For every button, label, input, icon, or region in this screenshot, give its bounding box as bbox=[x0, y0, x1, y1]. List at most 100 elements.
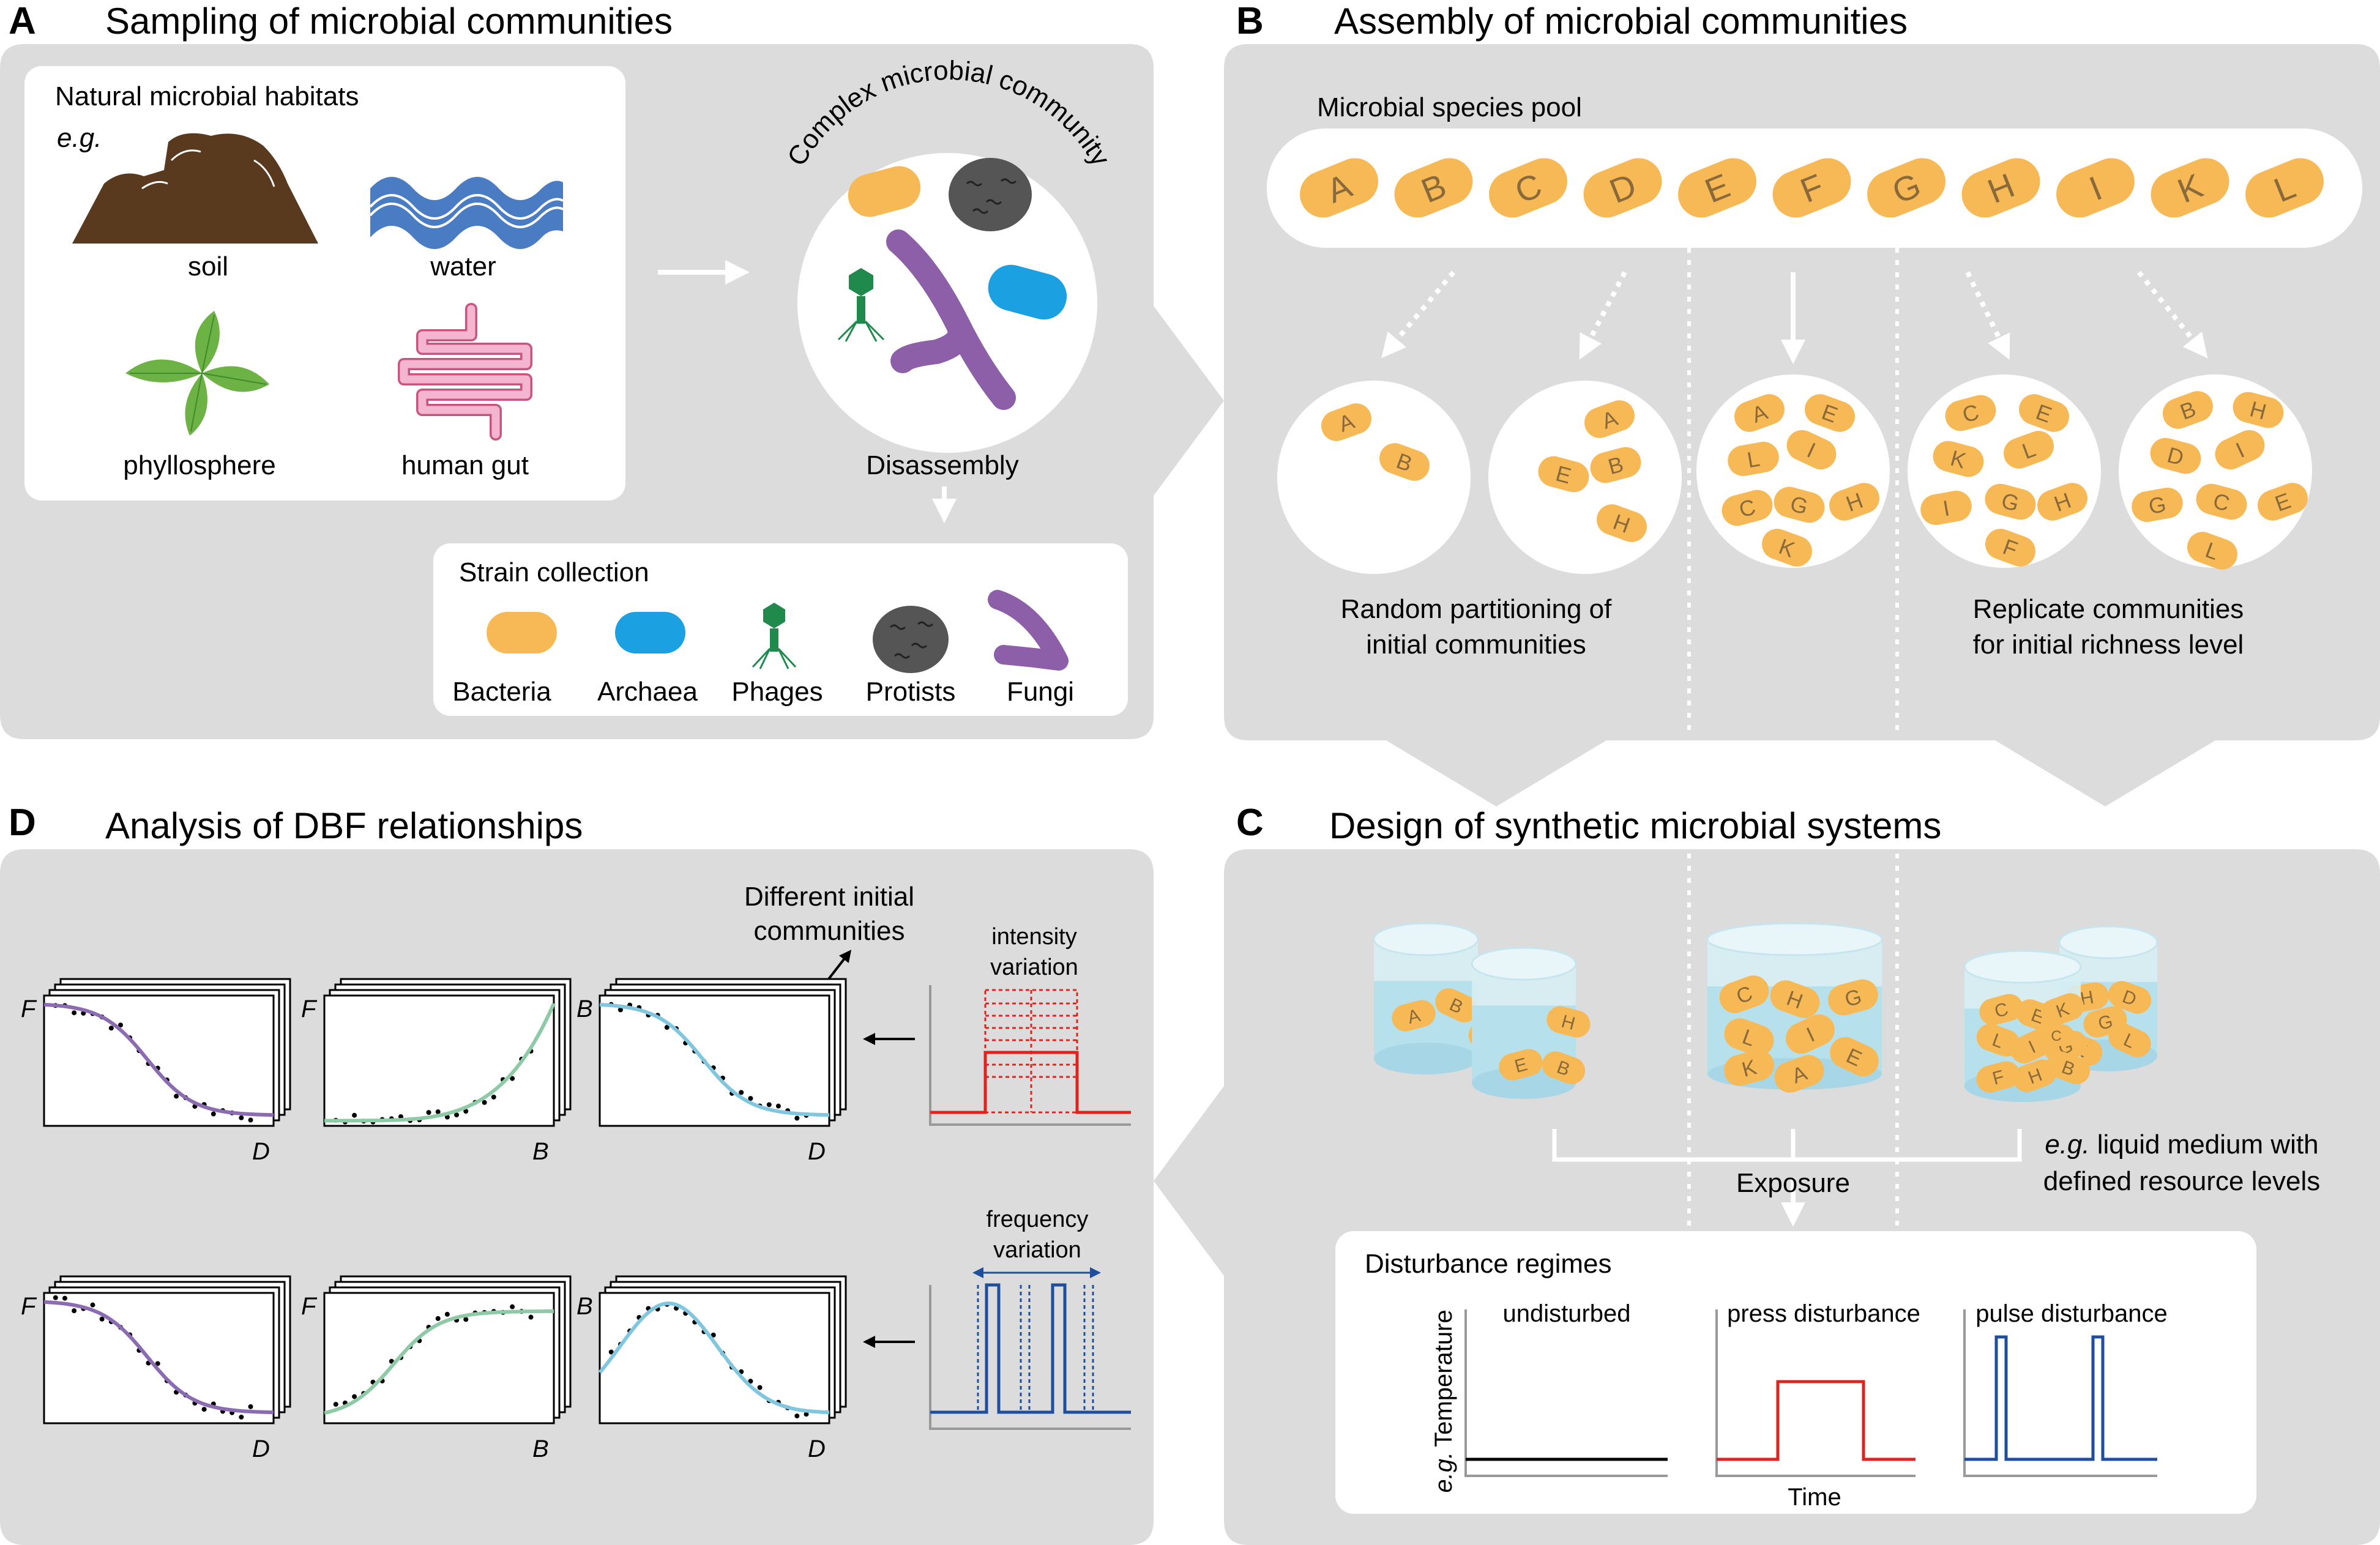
data-point bbox=[454, 1112, 460, 1118]
plot-y-label: B bbox=[576, 1293, 593, 1320]
species-pill-B: B bbox=[2163, 391, 2213, 429]
frequency-variation-plot bbox=[929, 1283, 1131, 1430]
data-point bbox=[748, 1096, 753, 1101]
species-pill-body bbox=[1435, 988, 1478, 1022]
data-point bbox=[426, 1110, 431, 1115]
species-pill-C: C bbox=[1722, 490, 1773, 526]
panel-b-letter: B bbox=[1236, 0, 1264, 42]
data-point bbox=[617, 1007, 623, 1013]
species-pill-body bbox=[2163, 391, 2213, 429]
beaker-rim bbox=[1373, 922, 1479, 956]
species-pill-D: D bbox=[2108, 981, 2152, 1014]
species-pill-E: E bbox=[1805, 394, 1855, 432]
species-pill-body bbox=[1774, 1055, 1824, 1093]
species-pill-B: B bbox=[1435, 988, 1478, 1022]
disassembly-label: Disassembly bbox=[866, 450, 1018, 480]
exposure-label: Exposure bbox=[1736, 1168, 1850, 1198]
species-pill-body bbox=[1867, 158, 1945, 218]
species-pill-I: I bbox=[2056, 158, 2135, 218]
species-pill-body bbox=[1770, 980, 1820, 1018]
data-point bbox=[62, 1295, 67, 1301]
species-pill-H: H bbox=[1961, 158, 2040, 218]
species-pill-body bbox=[1829, 483, 1879, 521]
species-pill-K: K bbox=[1933, 441, 1984, 477]
species-pill-G: G bbox=[1867, 158, 1945, 218]
species-pill-D: D bbox=[2150, 437, 2201, 474]
species-pill-body bbox=[2004, 431, 2054, 469]
species-pill-A: A bbox=[1734, 394, 1785, 432]
species-pill-body bbox=[2132, 488, 2183, 522]
plot-x-label: D bbox=[252, 1138, 270, 1165]
water-icon bbox=[370, 177, 563, 249]
soil-highlight bbox=[253, 159, 275, 187]
beaker-1a: ABA bbox=[1373, 922, 1512, 1074]
phage-icon bbox=[752, 603, 797, 669]
species-pill-B: B bbox=[1394, 158, 1473, 218]
panel-a-letter: A bbox=[9, 0, 36, 42]
species-pill-body bbox=[1728, 442, 1779, 476]
water-wave bbox=[369, 203, 564, 228]
species-pill-F: F bbox=[1985, 529, 2035, 567]
beaker-rim bbox=[1963, 950, 2082, 984]
medium-note: e.g.liquid medium with bbox=[2045, 1130, 2318, 1160]
data-point bbox=[435, 1109, 441, 1115]
disturbance-regimes-title: Disturbance regimes bbox=[1365, 1249, 1612, 1279]
data-point bbox=[239, 1115, 244, 1120]
species-pill-C: C bbox=[1719, 975, 1769, 1013]
species-pill-body bbox=[1830, 1037, 1879, 1077]
species-pill-L: L bbox=[1976, 1024, 2020, 1057]
plot-frame bbox=[599, 1292, 830, 1424]
plot-y-label: F bbox=[301, 996, 318, 1022]
species-pill-E: E bbox=[2258, 483, 2308, 521]
replicate-arrow bbox=[2136, 270, 2208, 359]
species-pill-body bbox=[1985, 483, 2036, 520]
species-pill-G: G bbox=[1828, 979, 1878, 1016]
species-pill-body bbox=[1542, 1051, 1586, 1084]
species-pill-body bbox=[2019, 394, 2069, 432]
species-pill-body bbox=[2037, 483, 2087, 521]
species-pill-I: I bbox=[1786, 1014, 1835, 1054]
partition-arrow bbox=[1579, 271, 1627, 360]
data-point bbox=[201, 1407, 207, 1412]
species-pill-L: L bbox=[2004, 431, 2054, 469]
panel-d-letter: D bbox=[9, 802, 36, 844]
species-pill-body bbox=[1976, 1024, 2020, 1057]
habitats-eg: e.g. bbox=[57, 123, 102, 153]
species-pill-body bbox=[1786, 1014, 1835, 1054]
habitats-box bbox=[24, 66, 625, 501]
leaf-veins bbox=[130, 315, 267, 432]
species-pill-H: H bbox=[2037, 483, 2087, 521]
regime-plot-pulse bbox=[1963, 1309, 2157, 1477]
data-point bbox=[608, 1349, 614, 1355]
species-pill-K: K bbox=[2040, 993, 2084, 1026]
data-point bbox=[90, 1302, 95, 1308]
species-pill-body bbox=[2245, 158, 2324, 218]
species-pill-C: C bbox=[1979, 994, 2023, 1026]
soil-highlight bbox=[170, 149, 201, 162]
data-point bbox=[435, 1316, 441, 1321]
species-pill-body bbox=[2196, 483, 2247, 520]
plot-x-label: D bbox=[252, 1435, 270, 1462]
plot-frame bbox=[599, 994, 830, 1127]
bacteria-icon bbox=[487, 612, 557, 653]
species-pill-B: B bbox=[1379, 443, 1430, 481]
data-point bbox=[155, 1361, 160, 1366]
species-pill-H: H bbox=[1597, 504, 1647, 542]
protist-icon bbox=[873, 606, 949, 673]
species-pill-A: A bbox=[1300, 158, 1378, 218]
species-pill-body bbox=[1724, 1018, 1774, 1056]
time-axis-label: Time bbox=[1788, 1484, 1841, 1511]
regime-label-undisturbed: undisturbed bbox=[1502, 1300, 1630, 1327]
beaker-rim bbox=[1471, 947, 1577, 981]
species-pill-B: B bbox=[2046, 1051, 2091, 1084]
species-pill-body bbox=[1321, 403, 1371, 441]
exposure-bracket bbox=[1552, 1129, 2022, 1162]
plot-frame bbox=[323, 994, 555, 1127]
data-point bbox=[463, 1109, 469, 1114]
data-point bbox=[766, 1102, 772, 1108]
data-point bbox=[72, 1010, 77, 1016]
species-pill-F: F bbox=[1976, 1061, 2020, 1093]
